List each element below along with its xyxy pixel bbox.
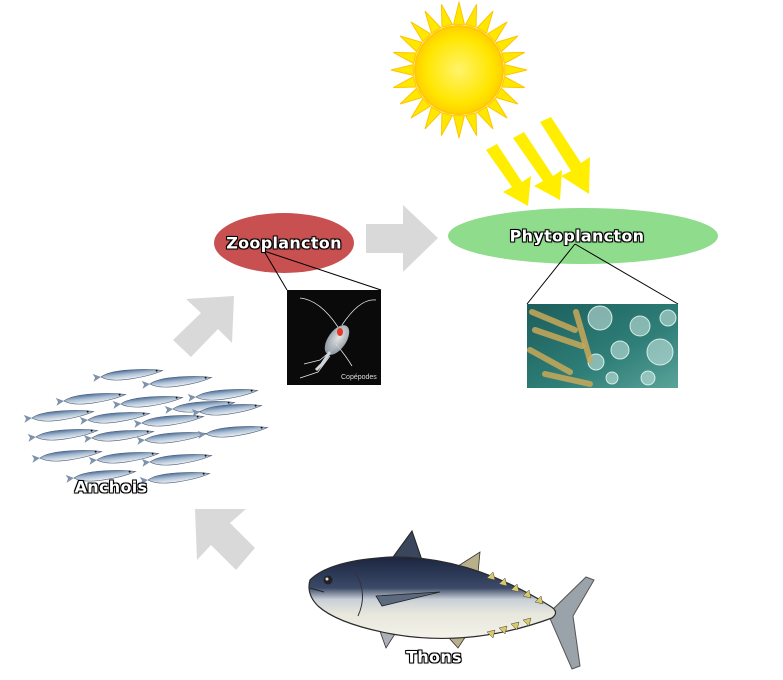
zooplancton-label: Zooplancton — [226, 233, 342, 253]
copepod-caption: Copépodes — [341, 374, 377, 381]
diatom-chain — [527, 347, 573, 375]
sun-ray — [464, 4, 478, 28]
sun-ray — [452, 115, 466, 139]
anchovy — [197, 426, 269, 439]
sun-ray — [476, 10, 494, 34]
zooplancton-node — [214, 213, 382, 291]
sun-ray — [393, 75, 417, 89]
sun-ray — [486, 97, 508, 119]
anchovy — [141, 376, 213, 389]
diatom-cell — [605, 371, 619, 385]
sun-ray — [410, 21, 432, 43]
arrow-anchois-to-zoo — [173, 296, 234, 357]
sun-ray — [390, 63, 414, 77]
sun-ray — [486, 21, 508, 43]
sun-ray — [399, 87, 423, 105]
diatom-chain — [542, 371, 593, 387]
anchovy — [23, 410, 95, 423]
tuna-icon — [308, 529, 595, 670]
anchovy — [55, 393, 127, 406]
anchovy — [141, 454, 213, 467]
sun-ray — [504, 63, 528, 77]
sun-ray — [410, 97, 432, 119]
sun-ray — [424, 10, 442, 34]
anchovy — [187, 389, 259, 402]
anchovy — [139, 472, 211, 485]
flow-arrows — [173, 205, 438, 570]
anchovy — [65, 470, 137, 483]
anchovy-school-icon — [23, 369, 269, 485]
diatom-chain — [529, 309, 578, 333]
diatom-chain — [573, 309, 593, 363]
diatom-chain — [532, 327, 585, 349]
anchovy — [191, 404, 263, 417]
arrow-thons-to-anchois — [195, 509, 255, 570]
sun-ray — [501, 75, 525, 89]
diatom-photo — [527, 304, 678, 388]
anchovy — [27, 429, 99, 442]
anchovy — [88, 452, 160, 465]
anchois-label: Anchois — [74, 477, 148, 497]
anchovy — [133, 415, 205, 428]
sun-ray — [399, 35, 423, 53]
anchovy — [112, 396, 184, 409]
copepod-photo — [287, 290, 381, 385]
sun-icon — [390, 1, 528, 139]
sun-ray — [476, 106, 494, 130]
diatom-cell — [646, 338, 674, 366]
anchovy — [31, 450, 103, 463]
anchovy — [83, 430, 155, 443]
sun-ray — [464, 112, 478, 136]
sun-ray — [495, 87, 519, 105]
thons-label: Thons — [406, 647, 462, 667]
arrow-zoo-to-phyto — [366, 205, 438, 272]
diatom-cell — [629, 315, 651, 337]
diatom-cell — [610, 340, 630, 360]
sun-ray — [452, 1, 466, 25]
sun-ray — [501, 51, 525, 65]
sunlight-arrows — [486, 117, 590, 206]
anchovy — [92, 369, 164, 382]
anchovy — [164, 401, 236, 414]
phytoplancton-label: Phytoplancton — [509, 226, 645, 246]
phytoplancton-node — [448, 208, 718, 305]
sun-ray — [440, 4, 454, 28]
anchovy — [79, 412, 151, 425]
sun-ray — [424, 106, 442, 130]
sun-ray — [495, 35, 519, 53]
diatom-cell — [659, 309, 677, 327]
sun-ray — [440, 112, 454, 136]
diatom-cell — [587, 305, 613, 331]
sun-ray — [393, 51, 417, 65]
diatom-cell — [640, 370, 656, 386]
